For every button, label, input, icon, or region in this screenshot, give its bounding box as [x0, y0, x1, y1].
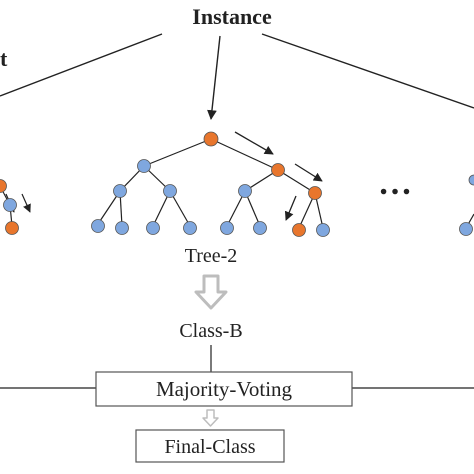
- tree-2-node: [113, 184, 127, 198]
- tree-2-leaf: [220, 221, 234, 235]
- tree-2-node: [238, 184, 252, 198]
- tree-1-node: [3, 198, 17, 212]
- majority-voting-label: Majority-Voting: [156, 377, 293, 401]
- vote-to-final-arrow: [202, 409, 219, 427]
- tree-2-leaf: [316, 223, 330, 237]
- tree-2-path-node: [271, 163, 285, 177]
- tree-n-node: [468, 174, 474, 186]
- tree-n-node: [459, 222, 473, 236]
- tree-to-class-arrow: [194, 274, 228, 310]
- instance-title: Instance: [192, 4, 272, 29]
- traversal-arrow: [234, 131, 274, 155]
- tree-2-label: Tree-2: [185, 245, 238, 267]
- tree-1-partial: [0, 179, 31, 235]
- class-b-label: Class-B: [179, 320, 242, 342]
- instance-to-tree-n-line: [261, 33, 474, 109]
- traversal-arrow: [284, 195, 297, 221]
- tree-n-partial: [459, 174, 474, 236]
- tree-2-leaf: [146, 221, 160, 235]
- final-class-box: [135, 429, 285, 463]
- tree-2-leaf-selected: [292, 223, 306, 237]
- tree-1-node: [0, 179, 7, 193]
- instance-to-tree-1-line: [0, 33, 163, 97]
- instance-to-tree-2-arrow: [207, 35, 221, 120]
- traversal-arrow: [294, 163, 323, 182]
- tree-2-leaf: [253, 221, 267, 235]
- tree-2-root-node: [203, 131, 219, 147]
- tree-2-leaf: [183, 221, 197, 235]
- left-edge-partial-label: t: [0, 46, 8, 71]
- majority-voting-box: [95, 371, 353, 407]
- tree-2-path-node: [308, 186, 322, 200]
- tree-2-leaf: [115, 221, 129, 235]
- tree-2-node: [163, 184, 177, 198]
- final-class-label: Final-Class: [164, 436, 255, 458]
- tree-2-node: [137, 159, 151, 173]
- tree-2-leaf: [91, 219, 105, 233]
- tree-2: [91, 131, 330, 237]
- tree-1-node: [5, 221, 19, 235]
- more-trees-ellipsis: …: [378, 165, 412, 202]
